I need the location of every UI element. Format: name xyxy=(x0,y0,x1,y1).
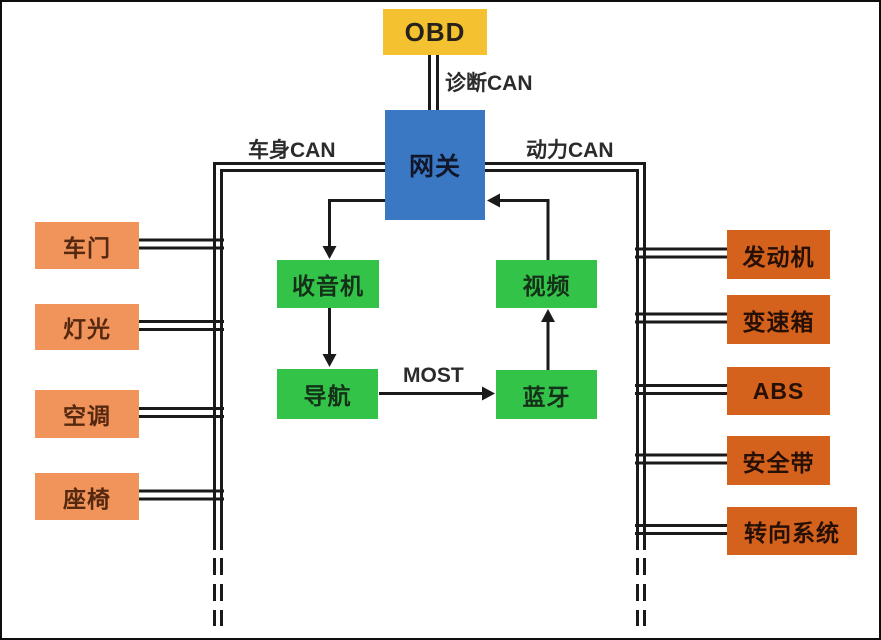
label-body-can: 车身CAN xyxy=(248,139,336,162)
node-lights: 灯光 xyxy=(35,304,139,350)
node-navigation: 导航 xyxy=(277,369,378,419)
node-steering-system: 转向系统 xyxy=(727,507,857,555)
label-most: MOST xyxy=(403,364,464,387)
node-obd: OBD xyxy=(383,9,487,55)
label-power-can: 动力CAN xyxy=(526,139,614,162)
diagnostic-can-link xyxy=(428,55,439,110)
node-engine: 发动机 xyxy=(727,230,830,279)
body-can-bus xyxy=(213,162,385,626)
node-video: 视频 xyxy=(496,260,597,308)
node-bluetooth: 蓝牙 xyxy=(496,370,597,419)
arrow-gateway-to-radio xyxy=(322,199,386,259)
power-can-stubs xyxy=(635,247,727,535)
body-can-stubs xyxy=(139,238,224,501)
node-ac: 空调 xyxy=(35,390,139,438)
node-transmission: 变速箱 xyxy=(727,295,830,344)
arrow-video-to-gateway xyxy=(487,193,550,260)
arrow-navigation-to-bluetooth xyxy=(379,386,495,401)
node-gateway: 网关 xyxy=(385,110,485,220)
arrow-bluetooth-to-video xyxy=(541,309,555,370)
power-can-bus xyxy=(485,162,646,626)
arrow-radio-to-navigation xyxy=(322,308,337,367)
node-door: 车门 xyxy=(35,222,139,269)
node-seats: 座椅 xyxy=(35,473,139,520)
node-radio: 收音机 xyxy=(277,260,379,308)
label-diagnostic-can: 诊断CAN xyxy=(445,72,533,95)
node-abs: ABS xyxy=(727,367,830,415)
node-seatbelt: 安全带 xyxy=(727,436,830,485)
